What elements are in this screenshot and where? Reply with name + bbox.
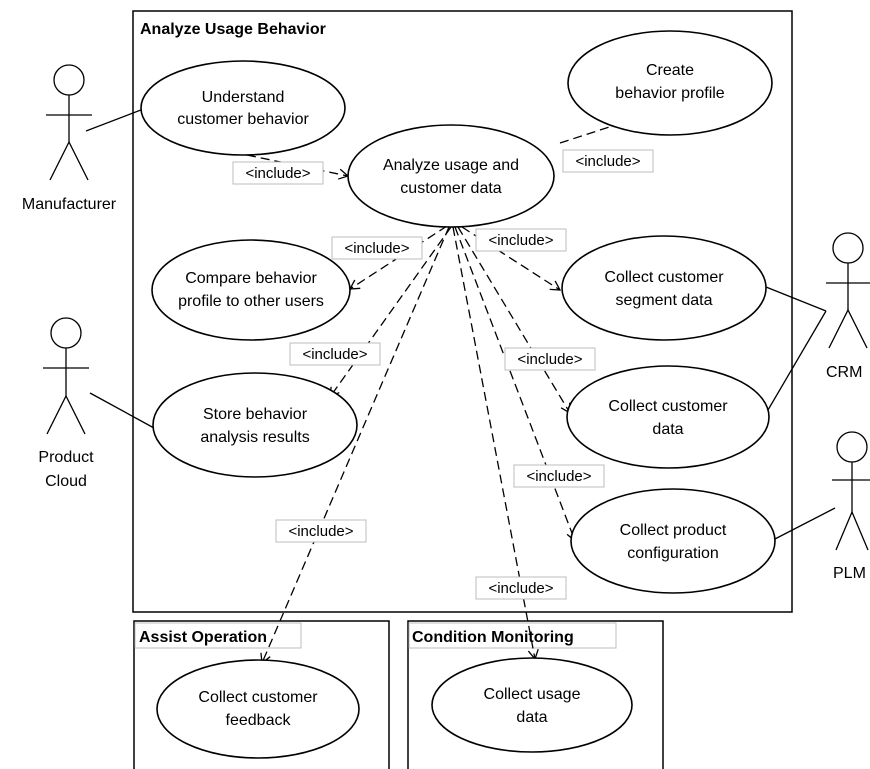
association-product-cloud: [89, 392, 155, 429]
include-edge-feedback: [260, 226, 450, 665]
use-case-label: customer behavior: [177, 111, 309, 128]
actor-label: Manufacturer: [22, 196, 117, 213]
use-case-analyze-usage-and-customer-data: Analyze usage and customer data: [347, 124, 555, 228]
include-label: <include>: [344, 240, 409, 257]
use-case-label: customer data: [400, 180, 501, 197]
actor-product-cloud: Product Cloud: [38, 317, 94, 490]
actor-label: Cloud: [45, 473, 87, 490]
use-case-collect-usage-data: Collect usage data: [431, 657, 633, 753]
actor-label: PLM: [833, 565, 866, 582]
use-case-label: behavior profile: [615, 85, 725, 102]
actor-crm: CRM: [826, 232, 870, 381]
use-case-create-behavior-profile: Create behavior profile: [567, 30, 773, 136]
use-case-label: Collect customer: [198, 689, 318, 706]
include-label: <include>: [488, 232, 553, 249]
include-labels: <include> <include> <include> <include> …: [232, 149, 654, 600]
use-case-label: Collect usage: [484, 686, 581, 703]
stick-figure-icon: [826, 232, 870, 349]
use-case-label: profile to other users: [178, 293, 324, 310]
include-label: <include>: [526, 468, 591, 485]
include-label: <include>: [245, 165, 310, 182]
use-case-store-behavior-analysis-results: Store behavior analysis results: [152, 372, 358, 478]
package-title-condition: Condition Monitoring: [412, 629, 574, 646]
use-case-label: Analyze usage and: [383, 157, 519, 174]
use-case-label: Collect customer: [604, 269, 724, 286]
actor-label: Product: [38, 449, 94, 466]
use-case-label: configuration: [627, 545, 719, 562]
include-label: <include>: [288, 523, 353, 540]
include-label: <include>: [488, 580, 553, 597]
use-case-understand-customer-behavior: Understand customer behavior: [140, 60, 346, 156]
use-case-label: Compare behavior: [185, 270, 317, 287]
package-assist-operation: Assist Operation: [133, 620, 390, 769]
use-case-collect-customer-segment-data: Collect customer segment data: [561, 235, 767, 341]
package-title-analyze: Analyze Usage Behavior: [140, 21, 326, 38]
package-condition-monitoring: Condition Monitoring: [407, 620, 664, 769]
actor-plm: PLM: [832, 431, 870, 582]
stick-figure-icon: [43, 317, 89, 435]
use-case-collect-product-configuration: Collect product configuration: [570, 488, 776, 594]
use-case-collect-customer-feedback: Collect customer feedback: [156, 659, 360, 759]
association-plm: [772, 507, 836, 541]
include-label: <include>: [302, 346, 367, 363]
use-case-label: Understand: [202, 89, 285, 106]
use-case-label: Store behavior: [203, 406, 308, 423]
include-label: <include>: [575, 153, 640, 170]
use-case-label: segment data: [616, 292, 713, 309]
stick-figure-icon: [832, 431, 870, 551]
use-case-label: Create: [646, 62, 694, 79]
association-manufacturer: [85, 107, 147, 132]
include-edge-product-config: [454, 226, 578, 543]
use-case-label: data: [652, 421, 683, 438]
package-title-assist: Assist Operation: [139, 629, 267, 646]
include-label: <include>: [517, 351, 582, 368]
use-case-label: data: [516, 709, 547, 726]
include-edge-understand: [246, 154, 350, 180]
actor-manufacturer: Manufacturer: [22, 64, 117, 213]
include-edge-store: [329, 226, 452, 399]
package-analyze-usage-behavior: Analyze Usage Behavior: [132, 10, 793, 613]
include-edge-customer-data: [457, 226, 571, 415]
use-case-label: Collect customer: [608, 398, 728, 415]
association-crm-customer-data: [767, 310, 827, 411]
actor-label: CRM: [826, 364, 862, 381]
use-case-collect-customer-data: Collect customer data: [566, 365, 770, 469]
use-case-label: Collect product: [620, 522, 727, 539]
use-case-label: analysis results: [200, 429, 309, 446]
association-crm-segment: [765, 286, 827, 312]
use-case-compare-behavior-profile: Compare behavior profile to other users: [151, 239, 351, 341]
use-case-label: feedback: [226, 712, 292, 729]
stick-figure-icon: [46, 64, 92, 181]
